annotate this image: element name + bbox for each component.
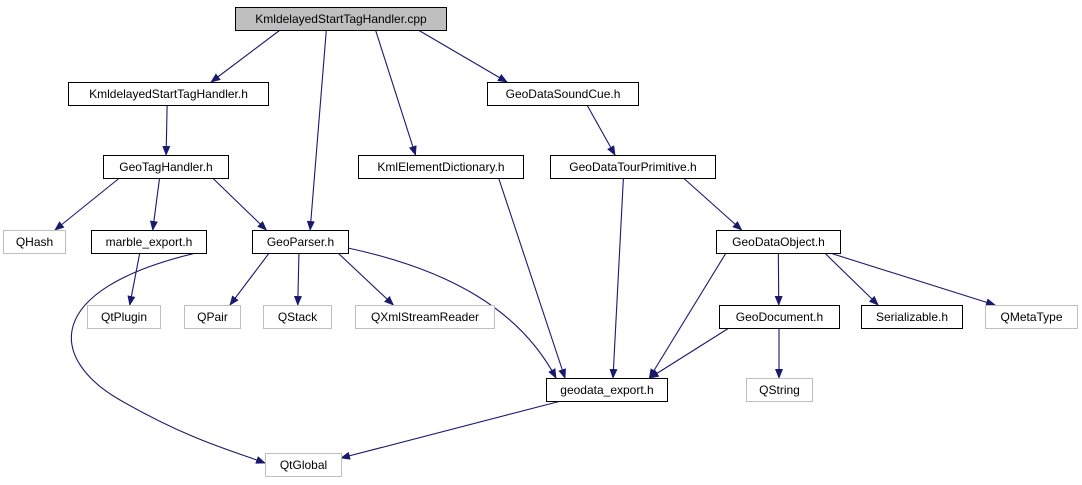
edge-dict-to-gexport [498,177,566,379]
node-box [263,305,332,329]
node-qpair: QPair [184,305,241,329]
node-box [716,230,841,254]
node-gexport[interactable]: geodata_export.h [546,378,668,402]
node-qtplugin: QtPlugin [87,305,161,329]
node-root[interactable]: KmldelayedStartTagHandler.cpp [235,7,447,31]
node-box [985,305,1078,329]
node-label: QStack [278,310,318,324]
edge-root-to-dict [374,29,417,156]
node-qstring: QString [746,378,813,402]
node-label: marble_export.h [106,235,193,249]
edge-root-to-sound [417,29,508,83]
edge-object-to-qmeta [829,252,996,307]
edge-tag-to-qhash [54,177,120,231]
edge-kdh-to-tag [162,104,171,156]
node-marble[interactable]: marble_export.h [91,230,207,254]
node-dict[interactable]: KmlElementDictionary.h [358,155,524,179]
node-tour[interactable]: GeoDataTourPrimitive.h [550,155,716,179]
node-label: QString [759,383,800,397]
node-parser[interactable]: GeoParser.h [252,230,349,254]
node-box [3,230,66,254]
edge-root-to-kdh [210,29,281,83]
node-label: QtPlugin [101,310,147,324]
node-box [861,305,963,329]
node-box [719,305,840,329]
edge-parser-to-qstack [293,252,302,306]
node-box [252,230,349,254]
node-box [184,305,241,329]
node-box [103,155,229,179]
edge-root-to-parser [306,29,327,231]
node-box [746,378,813,402]
node-box [550,155,716,179]
node-qhash: QHash [3,230,66,254]
edge-parser-to-qpair [229,252,270,306]
edge-tour-to-object [683,177,743,231]
node-kdh[interactable]: KmldelayedStartTagHandler.h [68,82,269,106]
node-box [87,305,161,329]
node-label: QPair [197,310,228,324]
node-label: KmlElementDictionary.h [377,160,504,174]
node-qmeta: QMetaType [985,305,1078,329]
edge-marble-to-qtplugin [127,252,141,306]
node-label: GeoDataObject.h [732,235,825,249]
node-box [68,82,269,106]
edge-parser-to-qxml [337,252,395,306]
node-label: QtGlobal [280,458,327,472]
edge-parser-to-gexport [347,247,557,379]
edge-tag-to-marble [149,177,161,231]
node-box [235,7,447,31]
node-box [358,155,524,179]
node-box [265,453,342,477]
node-qstack: QStack [263,305,332,329]
node-label: GeoDataTourPrimitive.h [569,160,696,174]
edge-sound-to-tour [586,104,616,156]
node-label: KmldelayedStartTagHandler.h [89,87,248,101]
edge-marble-to-qtglobal [70,252,266,464]
node-label: Serializable.h [876,310,948,324]
node-tag[interactable]: GeoTagHandler.h [103,155,229,179]
node-label: geodata_export.h [560,383,653,397]
node-box [487,82,639,106]
node-qxml: QXmlStreamReader [355,305,495,329]
node-label: GeoTagHandler.h [119,160,212,174]
node-box [546,378,668,402]
node-label: GeoDataSoundCue.h [506,87,621,101]
edge-object-to-gexport [648,252,727,379]
edge-gexport-to-qtglobal [340,400,562,460]
node-label: QHash [16,235,53,249]
edge-tag-to-parser [212,177,268,231]
node-label: GeoParser.h [267,235,334,249]
edge-object-to-serial [824,252,879,306]
node-label: GeoDocument.h [736,310,823,324]
node-label: QXmlStreamReader [371,310,479,324]
node-label: QMetaType [1000,310,1062,324]
node-box [91,230,207,254]
node-sound[interactable]: GeoDataSoundCue.h [487,82,639,106]
node-label: KmldelayedStartTagHandler.cpp [255,12,427,26]
edge-doc-to-gexport [648,327,730,379]
nodes-layer: KmldelayedStartTagHandler.cppKmldelayedS… [3,7,1078,477]
node-doc[interactable]: GeoDocument.h [719,305,840,329]
node-box [355,305,495,329]
node-serial[interactable]: Serializable.h [861,305,963,329]
node-qtglobal: QtGlobal [265,453,342,477]
node-object[interactable]: GeoDataObject.h [716,230,841,254]
edge-tour-to-gexport [609,177,624,379]
edges-layer [54,29,996,464]
